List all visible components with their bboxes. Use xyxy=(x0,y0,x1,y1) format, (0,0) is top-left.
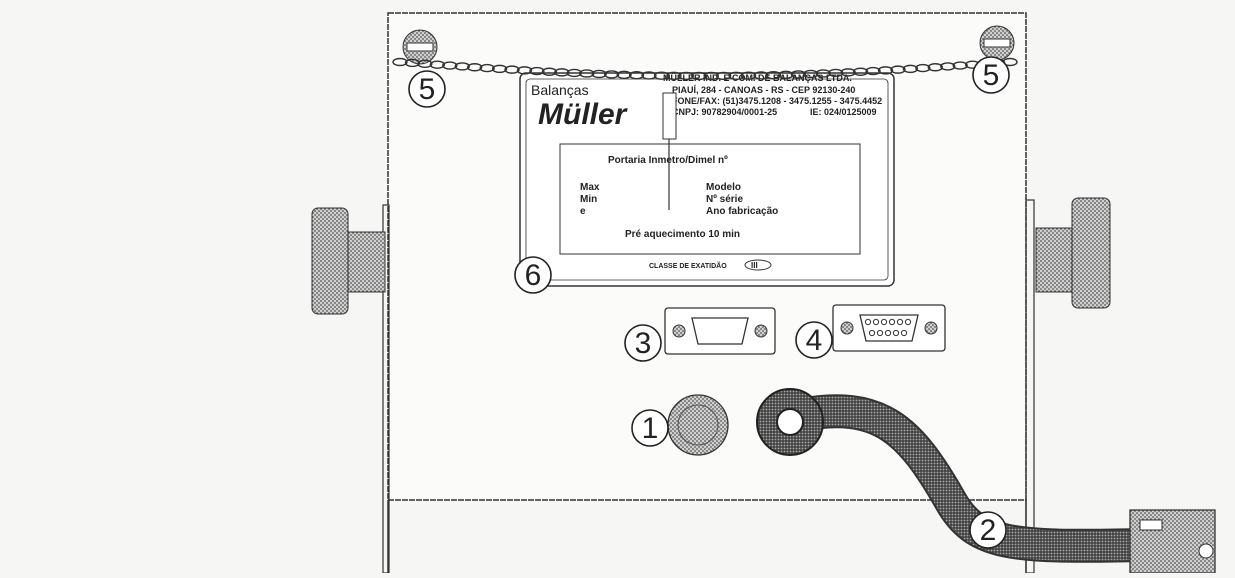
callout-number: 2 xyxy=(980,514,997,547)
chain-link xyxy=(442,61,458,70)
left-mounting-knob xyxy=(311,207,386,315)
serial-port-db9-4 xyxy=(832,304,946,352)
chain-link xyxy=(479,63,495,73)
chain-link xyxy=(603,70,620,79)
callout-number: 1 xyxy=(642,412,659,445)
chain-link xyxy=(466,63,483,72)
callout-number: 5 xyxy=(419,73,436,106)
seal-chain xyxy=(392,57,1018,81)
right-mounting-knob xyxy=(1035,197,1111,309)
chain-link xyxy=(790,70,807,79)
chain-link xyxy=(392,57,408,67)
chain-link xyxy=(516,66,533,75)
chain-link xyxy=(529,66,545,76)
chain-link xyxy=(628,70,645,80)
chain-link xyxy=(703,71,719,81)
callout-number: 5 xyxy=(983,59,1000,92)
identification-nameplate: Balanças Müller MÜLLER IND. E COM. DE BA… xyxy=(519,72,895,287)
chain-link xyxy=(765,70,782,80)
company-cnpj: CNPJ: 90782904/0001-25 xyxy=(672,107,777,117)
serial-port-db9-3 xyxy=(664,307,776,355)
company-address: PIAUÍ, 284 - CANOAS - RS - CEP 92130-240 xyxy=(672,85,855,95)
ano-label: Ano fabricação xyxy=(706,206,778,217)
chain-link xyxy=(616,70,632,80)
callout-6: 6 xyxy=(514,256,552,294)
callout-5: 5 xyxy=(408,70,446,108)
callout-number: 3 xyxy=(635,327,652,360)
brand-text: Balanças xyxy=(531,82,589,98)
seal-screw-right xyxy=(979,25,1015,61)
callout-4: 4 xyxy=(795,321,833,359)
accuracy-class-symbol: III xyxy=(751,261,758,270)
chain-link xyxy=(579,69,595,78)
callout-3: 3 xyxy=(624,324,662,362)
chain-link xyxy=(753,71,769,80)
chain-link xyxy=(541,67,558,76)
chain-link xyxy=(815,69,831,78)
chain-link xyxy=(491,64,508,74)
chain-link xyxy=(927,63,944,72)
chain-link xyxy=(591,69,607,79)
chain-link xyxy=(877,66,894,75)
seal-screw-left xyxy=(402,29,438,65)
chain-link xyxy=(429,60,446,69)
chain-link xyxy=(865,66,881,76)
chain-link xyxy=(952,61,968,70)
chain-link xyxy=(778,70,794,80)
chain-link xyxy=(653,71,670,80)
chain-link xyxy=(902,64,919,74)
chain-link xyxy=(417,59,433,68)
chain-link xyxy=(890,65,906,74)
chain-link xyxy=(828,68,844,78)
max-label: Max xyxy=(580,182,600,193)
chain-link xyxy=(803,69,819,79)
serie-label: Nº série xyxy=(706,194,743,205)
callout-number: 6 xyxy=(525,259,542,292)
chain-link xyxy=(641,71,657,80)
chain-link xyxy=(504,65,520,74)
chain-link xyxy=(915,63,931,73)
e-label: e xyxy=(580,206,586,217)
callout-5: 5 xyxy=(972,56,1010,94)
chain-link xyxy=(566,68,582,78)
company-phone: FONE/FAX: (51)3475.1208 - 3475.1255 - 34… xyxy=(672,96,882,106)
logo-text: Müller xyxy=(538,98,629,131)
chain-link xyxy=(852,67,869,76)
accuracy-class-label: CLASSE DE EXATIDÃO xyxy=(649,261,727,270)
chain-link xyxy=(678,71,695,81)
callout-number: 4 xyxy=(806,324,823,357)
modelo-label: Modelo xyxy=(706,182,741,193)
chain-link xyxy=(554,68,570,77)
chain-link xyxy=(840,68,856,77)
chain-link xyxy=(666,71,682,81)
callout-1: 1 xyxy=(631,409,669,447)
load-cell-connector xyxy=(667,394,729,456)
chain-link xyxy=(728,71,744,81)
min-label: Min xyxy=(580,194,597,205)
chain-link xyxy=(740,71,757,80)
chain-link xyxy=(691,71,707,81)
callout-2: 2 xyxy=(969,511,1007,549)
power-cable xyxy=(756,388,1216,574)
chain-link xyxy=(715,71,732,81)
chain-link xyxy=(940,62,956,71)
company-ie: IE: 024/0125009 xyxy=(810,107,877,117)
portaria-label: Portaria Inmetro/Dimel nº xyxy=(608,155,728,166)
warmup-label: Pré aquecimento 10 min xyxy=(625,229,740,240)
chain-link xyxy=(454,62,470,71)
chain-link xyxy=(404,58,421,68)
